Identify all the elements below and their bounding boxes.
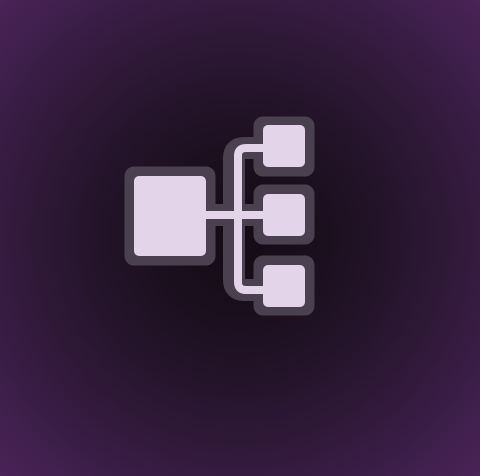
child-node-bottom <box>263 265 305 307</box>
icon-fill <box>134 125 305 307</box>
child-node-top <box>263 125 305 167</box>
root-node <box>134 176 206 256</box>
connector-bracket <box>234 144 265 294</box>
child-node-middle <box>263 194 305 236</box>
